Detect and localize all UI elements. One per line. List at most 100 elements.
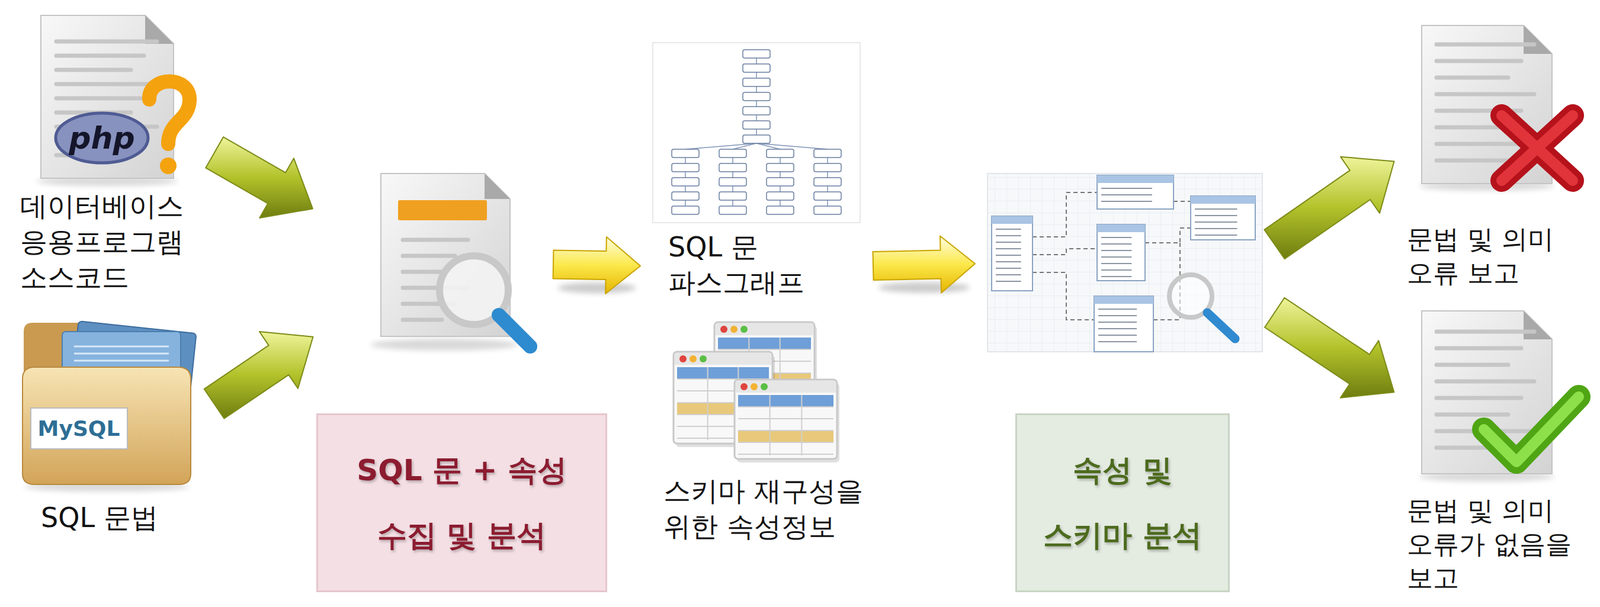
parse-graph-image-part-part [813,191,842,201]
analysis-document-icon-part-part [402,254,455,259]
label-anchor: php [68,120,135,156]
attribute-table-icon-part-part [730,325,738,333]
parse-graph-image-part-part [742,49,771,59]
node-caption: 데이터베이스 응용프로그램 소스코드 [20,188,207,296]
schema-diagram-image-part [991,175,1256,352]
php-logo-text: php [68,120,135,156]
parse-graph-image-part-part [755,114,758,121]
parse-graph-image-part-part [684,186,686,192]
parse-graph-image-part-part [755,86,758,93]
schema-diagram-image-part [1207,312,1236,339]
attribute-table-icon-part-part [769,395,771,456]
flow-arrow [205,136,313,218]
node-caption: SQL 문 파스그래프 [668,229,820,301]
attribute-table-icon-part-part [740,325,748,333]
attribute-table-icon-part-part [740,383,748,391]
collect-analyze-stage: SQL 문 + 속성 수집 및 분석 [319,168,545,353]
ok-document-icon-part [1523,310,1553,340]
php-source-icon [36,15,190,187]
flow-arrow [1264,297,1394,399]
analysis-document-icon-part-part [402,318,442,323]
schema-diagram-image-part-part [1098,334,1137,336]
mysql-logo-text: MySQL [37,416,121,441]
parse-graph-image-part-part [826,200,829,207]
parse-graph-image-part-part [766,177,794,187]
php-source-icon-part-part [56,82,157,87]
parse-graph-image-part-part [671,206,700,215]
parse-graph-image-part-part [766,206,794,215]
schema-diagram-image-part-part [1101,243,1132,245]
parse-graph-image-part-part [742,106,771,115]
schema-diagram-image-part-part [1098,328,1137,330]
schema-diagram-image-part-part [1097,224,1146,233]
php-source-icon-part-part [56,39,157,44]
schema-diagram-image-part-part [1101,194,1153,196]
error-report: 문법 및 의미 오류 보고 [1400,20,1591,293]
schema-diagram-image-part-part [995,254,1022,256]
schema-diagram-image-part-part [1101,249,1132,252]
parse-graph-image-part-part [719,163,747,172]
analysis-document-icon-part [398,200,487,221]
schema-diagram-image-part-part [1101,263,1132,265]
node-caption: SQL 문법 [40,500,207,537]
parse-graph-image-part-part [684,157,686,164]
attribute-table-icon-part-part [717,348,811,351]
parse-graph-image-part-part [742,63,771,73]
analysis-document-icon-part [498,315,531,347]
schema-diagram-image-part-part [1194,215,1237,217]
parse-graph-image-part-part [813,206,842,215]
attribute-table-icon-part-part [738,453,834,455]
attribute-table-icon-part-part [735,380,836,393]
error-document-icon-part [1501,115,1573,181]
attribute-table-icon-part-part [677,367,769,380]
parse-graph-image-part-part [742,78,771,87]
mysql-folder-icon [22,321,197,492]
parse-graph-image-part-part [826,186,829,192]
schema-diagram-image-part-part [1098,315,1137,317]
stage-title: SQL 문 + 속성 수집 및 분석 [343,437,581,569]
schema-diagram-image-part-part [1032,272,1095,320]
parse-graph-image-part-part [813,149,842,158]
attribute-table-icon-part-part [699,355,707,363]
attribute-table-icon-part-part [738,441,834,444]
parse-graph-image-part-part [779,200,781,207]
arrow-shadow [878,282,971,294]
attribute-table-icon-part-part [679,355,687,363]
node-caption: 스키마 재구성을 위한 속성정보 [663,473,884,545]
php-source-icon-part [55,113,149,163]
schema-diagram-image-part-part [1173,200,1191,202]
attribute-table-icon-part-part [734,379,838,460]
parse-graph-image-part-part [779,186,781,192]
schema-diagram-image-part-part [995,274,1022,276]
ok-document-icon-part-part [1436,346,1522,351]
php-source-icon-part-part [56,53,144,59]
parse-graph-image-part-part [813,177,842,187]
error-document-icon-part-part [1436,42,1535,47]
php-source-icon-part [149,81,190,145]
error-document-icon [1418,25,1573,191]
parse-graph-image-part-part [732,186,734,192]
schema-diagram-image-part-part [1094,296,1154,352]
schema-diagram-image-part-part [1194,221,1237,223]
mysql-folder-icon-part-part [74,360,169,362]
ok-document-icon [1418,310,1579,482]
schema-diagram-image-part-part [1194,228,1237,230]
parse-graph-image-part-part [766,191,794,201]
parse-graph-image-part-part [719,191,747,201]
stage-panel: SQL 문 + 속성 수집 및 분석 [316,413,608,593]
attribute-table-icon-part-part [707,367,709,441]
error-document-icon-part-part [1436,92,1535,97]
parse-graph-image-part-part [826,157,829,164]
attribute-table-icon-part-part [760,383,768,391]
mysql-folder-icon-part-part [74,353,169,355]
parse-graph-image-part-part [756,143,828,150]
parse-graph-image-part-part [742,120,771,130]
schema-diagram-image-part-part [1194,208,1237,210]
ok-document-icon-part-part [1436,329,1535,335]
attribute-table-icon-part-part [738,406,834,408]
stage-title: 속성 및 스키마 분석 [1041,437,1205,569]
parse-graph-image-part-part [671,191,700,201]
parse-graph-image-part-part [732,171,734,178]
schema-diagram-image-part-part [1194,234,1237,236]
